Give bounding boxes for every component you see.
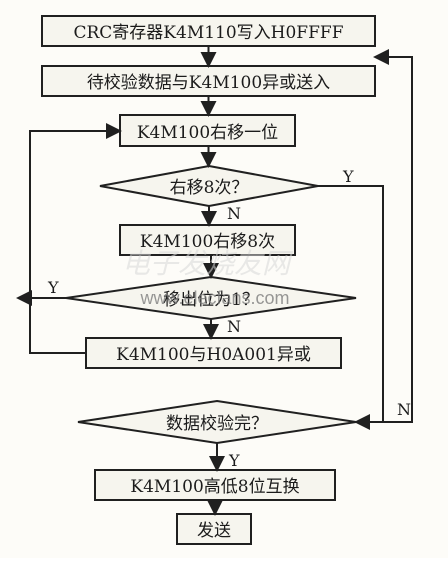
shift-yes-to-data-done <box>318 185 384 430</box>
init-crc-box <box>41 15 376 47</box>
loop-back-to-shift-one <box>29 123 122 354</box>
done-no-label: N <box>397 400 411 419</box>
shift-8-decision-text: 右移8次？ <box>170 178 249 198</box>
shift-8-times-box <box>119 224 296 256</box>
init-crc-text: CRC寄存器K4M110写入H0FFFF <box>73 23 343 43</box>
swap-bytes-box <box>94 469 336 501</box>
shift-one-text: K4M100右移一位 <box>137 123 278 143</box>
data-done-decision-text: 数据校验完？ <box>166 414 268 434</box>
send-box <box>176 513 252 545</box>
carry-decision-text: 移出位为1？ <box>163 290 259 310</box>
data-done-no-loop <box>356 49 413 423</box>
shift-8-times-text: K4M100右移8次 <box>140 232 275 252</box>
carry-no-label: N <box>227 317 241 336</box>
shift-no-label: N <box>227 204 241 223</box>
send-text: 发送 <box>197 521 231 541</box>
carry-yes-label: Y <box>47 278 59 297</box>
swap-bytes-text: K4M100高低8位互换 <box>130 477 299 497</box>
xor-input-text: 待校验数据与K4M100异或送入 <box>87 73 330 93</box>
site-url-watermark: www.elecfans.com <box>139 288 289 308</box>
xor-poly-text: K4M100与H0A001异或 <box>116 345 311 365</box>
site-watermark-text: 电子发烧友网 <box>122 247 294 280</box>
shift-yes-label: Y <box>342 167 354 186</box>
done-yes-label: Y <box>228 451 240 470</box>
xor-poly-box <box>85 337 342 369</box>
